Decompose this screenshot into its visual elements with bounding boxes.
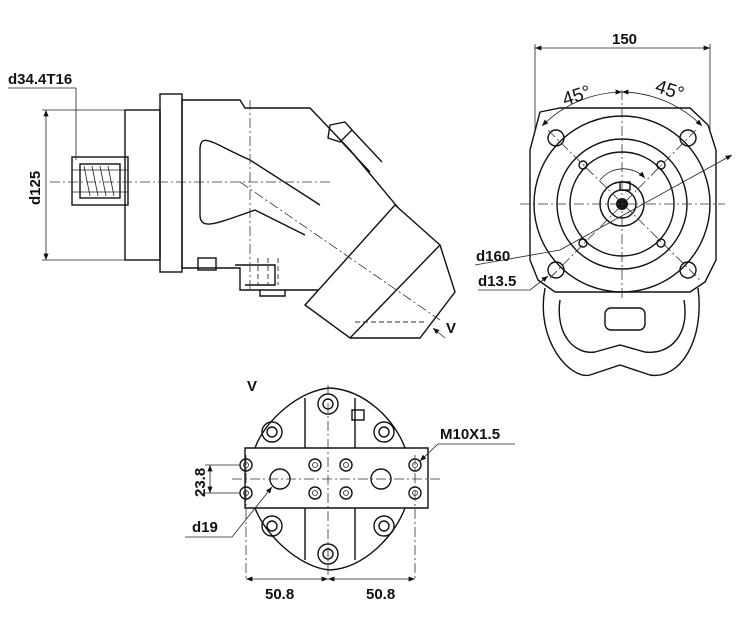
flange-bolt-hole (373, 421, 395, 443)
pilot-ring (124, 109, 161, 261)
mount-hole-tr (679, 129, 697, 147)
mount-hole-br (679, 261, 697, 279)
port-diameter-label: d19 (192, 519, 218, 536)
port-flange-outline (244, 387, 429, 571)
mount-hole-tl (547, 129, 565, 147)
flange-bolt-hole (261, 421, 283, 443)
shaft-spline-label: d34.4T16 (8, 71, 72, 88)
spacing-right-label: 50.8 (366, 586, 395, 603)
width-150-label: 150 (612, 31, 637, 48)
spacing-left-label: 50.8 (265, 586, 294, 603)
port-height-label: 23.8 (192, 468, 209, 497)
port-cover (303, 204, 442, 339)
port-view: V 23. (185, 378, 515, 603)
thread-label: M10X1.5 (440, 426, 500, 443)
mounting-flange (159, 93, 183, 273)
rear-housing (542, 287, 700, 377)
flange-bolt-hole (373, 515, 395, 537)
flange-bolt-hole (261, 515, 283, 537)
side-view: d125 d34.4T16 V (8, 71, 456, 339)
shaft-body (71, 156, 129, 206)
angle-left-label: 45° (560, 82, 594, 111)
mount-hole-bl (547, 261, 565, 279)
front-view: 45° 45° 150 d160 d13.5 (474, 31, 733, 377)
bolt-circle-label: d160 (476, 248, 510, 265)
shaft-spline (79, 163, 121, 199)
angle-right-label: 45° (653, 76, 687, 105)
view-title-label: V (247, 378, 257, 395)
view-arrow-label: V (446, 320, 456, 337)
mount-hole-label: d13.5 (478, 273, 516, 290)
pilot-diameter-label: d125 (27, 171, 44, 205)
